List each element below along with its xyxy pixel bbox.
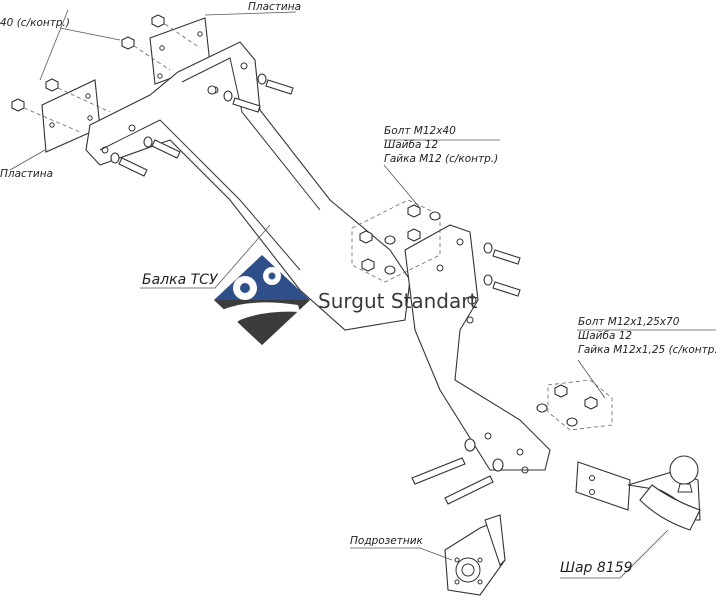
label-beam: Балка ТСУ xyxy=(142,272,219,288)
label-bolt2-line2: Шайба 12 xyxy=(578,330,632,342)
bolts-bottom xyxy=(411,438,504,505)
label-socket: Подрозетник xyxy=(350,535,424,547)
mount-bracket-right xyxy=(404,224,551,474)
label-bolt1-line2: Шайба 12 xyxy=(384,139,438,151)
bolts-left-mount xyxy=(110,136,181,177)
car-silhouette-icon xyxy=(222,302,300,334)
label-plate-left: Пластина xyxy=(0,168,53,180)
tow-ball xyxy=(575,455,701,531)
label-bolt2-line1: Болт М12х1,25х70 xyxy=(578,316,680,328)
watermark-text: Surgut Standart xyxy=(318,289,477,313)
label-top-left-partial: 40 (с/контр.) xyxy=(0,17,70,29)
nuts-bolt-group-1 xyxy=(359,204,441,275)
label-bolt2-line3: Гайка М12х1,25 (с/контр.) xyxy=(578,344,716,356)
socket-bracket xyxy=(444,514,506,596)
gear-icon xyxy=(233,267,281,300)
nuts-bolt-group-2 xyxy=(536,384,598,427)
watermark-logo: Surgut Standart xyxy=(214,255,477,345)
label-bolt1-line1: Болт М12х40 xyxy=(384,125,456,137)
bolts-top-mount xyxy=(207,73,294,113)
towbar-beam xyxy=(85,41,411,331)
label-bolt1-line3: Гайка М12 (с/контр.) xyxy=(384,153,498,165)
label-plate-top: Пластина xyxy=(248,1,301,13)
label-ball: Шар 8159 xyxy=(560,560,633,576)
bolts-bolt-group-1 xyxy=(467,242,521,305)
